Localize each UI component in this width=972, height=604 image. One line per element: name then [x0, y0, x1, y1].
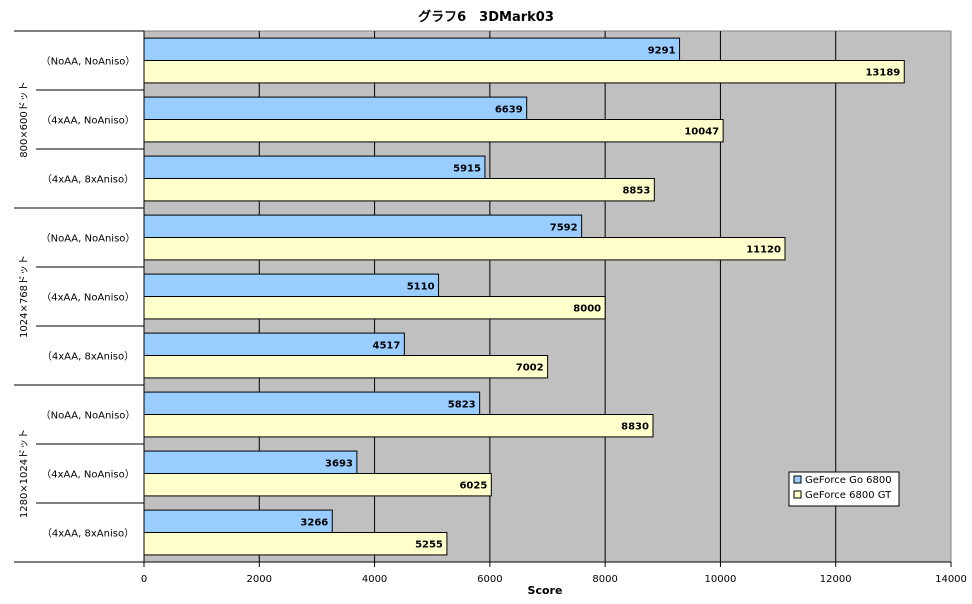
- data-label: 5915: [453, 163, 481, 174]
- x-tick-label: 2000: [247, 574, 272, 585]
- x-tick-label: 4000: [362, 574, 387, 585]
- bar: [143, 155, 486, 180]
- x-axis-label: Score: [528, 584, 563, 597]
- bar: [143, 473, 492, 497]
- data-label: 7592: [550, 222, 578, 233]
- data-label: 4517: [373, 340, 401, 351]
- bar: [143, 237, 786, 261]
- data-label: 8000: [573, 304, 601, 315]
- bar: [143, 37, 681, 62]
- category-label: （NoAA, NoAniso）: [41, 56, 136, 68]
- x-tick-label: 0: [141, 574, 147, 585]
- x-tick-label: 12000: [820, 574, 852, 585]
- data-label: 6639: [495, 104, 523, 115]
- data-label: 5823: [448, 399, 476, 410]
- bar: [143, 355, 549, 379]
- bar: [143, 532, 448, 556]
- x-tick-label: 8000: [592, 574, 617, 585]
- data-label: 5255: [415, 540, 443, 551]
- bar: [143, 60, 905, 84]
- legend-box: [788, 471, 900, 507]
- data-label: 3266: [300, 517, 328, 528]
- category-label: （4xAA, 8xAniso）: [42, 528, 134, 540]
- data-label: 13189: [865, 68, 900, 79]
- data-label: 8853: [622, 186, 650, 197]
- bar: [143, 178, 655, 202]
- data-label: 10047: [684, 127, 719, 138]
- chart-title: グラフ6 3DMark03: [418, 9, 554, 25]
- bar: [143, 119, 724, 143]
- category-label: （4xAA, 8xAniso）: [42, 351, 134, 363]
- bar: [143, 332, 405, 356]
- x-tick-label: 14000: [935, 574, 967, 585]
- legend-entry: GeForce 6800 GT: [805, 490, 892, 501]
- category-label: （4xAA, 8xAniso）: [42, 174, 134, 186]
- data-label: 3693: [325, 458, 353, 469]
- group-label: 1024×768ドット: [19, 255, 30, 338]
- bar: [143, 96, 528, 121]
- group-label: 800×600ドット: [19, 81, 30, 158]
- category-label: （4xAA, NoAniso）: [41, 115, 134, 127]
- category-label: （4xAA, NoAniso）: [41, 469, 134, 481]
- data-label: 7002: [516, 363, 544, 374]
- data-label: 8830: [621, 422, 649, 433]
- group-label: 1280×1024ドット: [19, 429, 30, 518]
- data-label: 9291: [648, 45, 676, 56]
- category-label: （4xAA, NoAniso）: [41, 292, 134, 304]
- data-label: 11120: [746, 245, 781, 256]
- legend-entry: GeForce Go 6800: [805, 475, 892, 486]
- x-tick-label: 6000: [477, 574, 502, 585]
- bar: [143, 214, 583, 239]
- legend-swatch: [793, 475, 802, 484]
- category-label: （NoAA, NoAniso）: [41, 233, 136, 245]
- category-label: （NoAA, NoAniso）: [41, 410, 136, 422]
- x-tick-label: 10000: [705, 574, 737, 585]
- data-label: 5110: [407, 281, 435, 292]
- bar: [143, 296, 606, 320]
- bar: [143, 273, 440, 297]
- bar: [143, 391, 481, 415]
- data-label: 6025: [459, 481, 487, 492]
- plot-area: 0 2000 4000 6000 8000 10000 12000 14000 800×600ド…: [14, 30, 967, 585]
- legend-swatch: [793, 490, 802, 499]
- bar: [143, 414, 654, 438]
